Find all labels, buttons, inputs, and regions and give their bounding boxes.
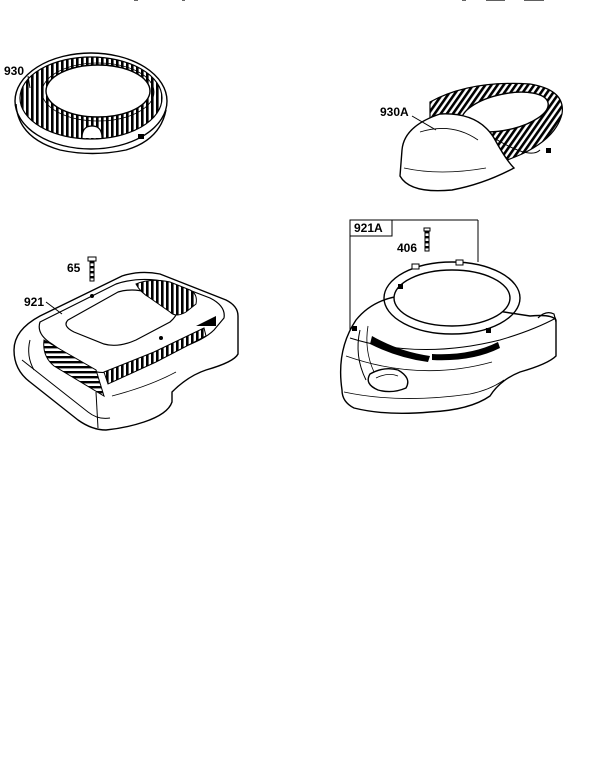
callout-406: 406: [397, 241, 417, 255]
blower-shroud-921A: [339, 259, 557, 415]
callout-930: 930: [4, 64, 24, 78]
bolt-65: [87, 256, 97, 282]
callout-921A: 921A: [354, 221, 383, 235]
bolt-406: [423, 227, 431, 252]
blower-grille-930A: [399, 82, 563, 192]
blower-housing-921: [13, 271, 239, 431]
callout-65: 65: [67, 261, 81, 275]
blower-grille-930: [14, 52, 168, 155]
callout-leader-930: [27, 75, 31, 89]
callout-930A: 930A: [380, 105, 409, 119]
callout-leader-930A: [411, 115, 437, 131]
callout-bracket-921A: [349, 219, 479, 330]
callout-leader-921: [45, 301, 63, 315]
callout-921: 921: [24, 295, 44, 309]
